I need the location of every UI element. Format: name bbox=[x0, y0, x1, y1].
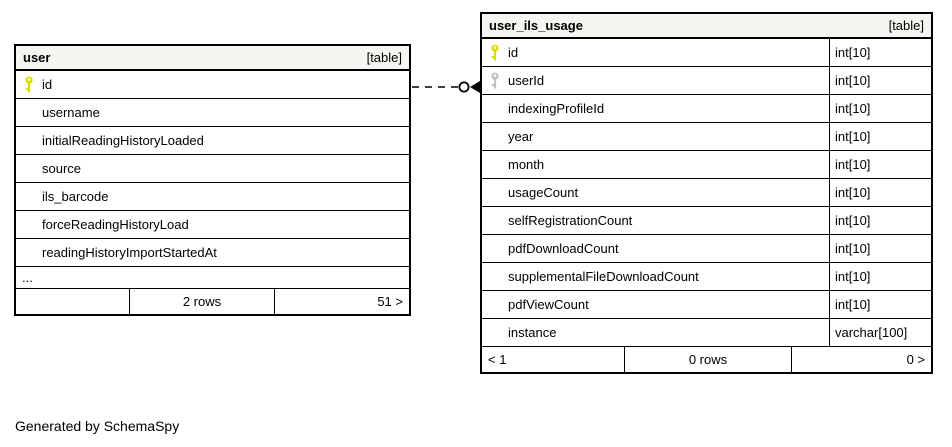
primary-key-icon bbox=[16, 71, 42, 98]
column-row-initialReadingHistoryLoaded: initialReadingHistoryLoaded bbox=[16, 127, 409, 155]
table-footer-user: 2 rows 51 > bbox=[16, 289, 409, 314]
key-spacer bbox=[482, 207, 508, 234]
key-spacer bbox=[482, 319, 508, 346]
generated-by-label: Generated by SchemaSpy bbox=[15, 418, 180, 434]
key-spacer bbox=[16, 239, 42, 266]
key-spacer bbox=[482, 263, 508, 290]
column-row-instance: instance varchar[100] bbox=[482, 319, 931, 347]
key-spacer bbox=[482, 151, 508, 178]
column-name: forceReadingHistoryLoad bbox=[42, 217, 189, 232]
key-spacer bbox=[16, 127, 42, 154]
key-spacer bbox=[16, 99, 42, 126]
column-type: int[10] bbox=[835, 129, 871, 144]
column-row-pdfDownloadCount: pdfDownloadCount int[10] bbox=[482, 235, 931, 263]
column-type: int[10] bbox=[835, 297, 871, 312]
column-type: int[10] bbox=[835, 213, 871, 228]
column-type: int[10] bbox=[835, 45, 871, 60]
key-spacer bbox=[482, 95, 508, 122]
key-spacer bbox=[16, 183, 42, 210]
table-header-user[interactable]: user [table] bbox=[16, 46, 409, 71]
key-spacer bbox=[482, 291, 508, 318]
column-name: pdfViewCount bbox=[508, 291, 830, 318]
table-type-badge: [table] bbox=[366, 50, 402, 65]
column-row-username: username bbox=[16, 99, 409, 127]
column-name: id bbox=[42, 77, 53, 92]
column-row-userId: userId int[10] bbox=[482, 67, 931, 95]
column-name: userId bbox=[508, 67, 830, 94]
column-row-usageCount: usageCount int[10] bbox=[482, 179, 931, 207]
table-header-user-ils-usage[interactable]: user_ils_usage [table] bbox=[482, 14, 931, 39]
column-name: month bbox=[508, 151, 830, 178]
column-name: usageCount bbox=[508, 179, 830, 206]
primary-key-icon bbox=[482, 39, 508, 66]
footer-row-count: 2 rows bbox=[130, 289, 275, 314]
column-row-month: month int[10] bbox=[482, 151, 931, 179]
relationship-arrowhead bbox=[470, 81, 480, 93]
foreign-key-icon bbox=[482, 67, 508, 94]
table-node-user[interactable]: user [table] id username initialReadingHis… bbox=[14, 44, 411, 316]
column-type: int[10] bbox=[835, 269, 871, 284]
footer-pagination-left[interactable]: < 1 bbox=[482, 347, 625, 372]
column-name: source bbox=[42, 161, 82, 176]
key-spacer bbox=[482, 123, 508, 150]
column-type: int[10] bbox=[835, 73, 871, 88]
column-name: indexingProfileId bbox=[508, 95, 830, 122]
column-type: int[10] bbox=[835, 101, 871, 116]
relationship-line-graphic bbox=[412, 81, 480, 93]
column-name: ils_barcode bbox=[42, 189, 109, 204]
key-spacer bbox=[482, 235, 508, 262]
column-row-ils_barcode: ils_barcode bbox=[16, 183, 409, 211]
column-row-source: source bbox=[16, 155, 409, 183]
table-title: user_ils_usage bbox=[489, 18, 583, 33]
table-title: user bbox=[23, 50, 51, 65]
column-type: int[10] bbox=[835, 157, 871, 172]
column-row-id: id int[10] bbox=[482, 39, 931, 67]
column-name: ... bbox=[22, 270, 33, 285]
column-name: instance bbox=[508, 319, 830, 346]
footer-pagination-right[interactable]: 0 > bbox=[906, 352, 925, 367]
footer-pagination-right[interactable]: 51 > bbox=[377, 294, 403, 309]
column-type: varchar[100] bbox=[835, 325, 908, 340]
footer-pagination-left bbox=[16, 289, 130, 314]
column-row-forceReadingHistoryLoad: forceReadingHistoryLoad bbox=[16, 211, 409, 239]
column-name: selfRegistrationCount bbox=[508, 207, 830, 234]
column-row-pdfViewCount: pdfViewCount int[10] bbox=[482, 291, 931, 319]
column-name: readingHistoryImportStartedAt bbox=[42, 245, 217, 260]
column-name: supplementalFileDownloadCount bbox=[508, 263, 830, 290]
column-row-indexingProfileId: indexingProfileId int[10] bbox=[482, 95, 931, 123]
relationship-circle-end bbox=[458, 81, 470, 93]
column-name: username bbox=[42, 105, 100, 120]
column-type: int[10] bbox=[835, 241, 871, 256]
key-spacer bbox=[16, 155, 42, 182]
column-name: pdfDownloadCount bbox=[508, 235, 830, 262]
relationship-connector bbox=[409, 78, 482, 96]
column-row-selfRegistrationCount: selfRegistrationCount int[10] bbox=[482, 207, 931, 235]
key-spacer bbox=[482, 179, 508, 206]
table-footer-user-ils-usage: < 1 0 rows 0 > bbox=[482, 347, 931, 372]
column-row-id: id bbox=[16, 71, 409, 99]
column-type: int[10] bbox=[835, 185, 871, 200]
more-columns-row: ... bbox=[16, 267, 409, 289]
column-list-user: id username initialReadingHistoryLoaded sou… bbox=[16, 71, 409, 289]
column-name: id bbox=[508, 39, 830, 66]
column-name: initialReadingHistoryLoaded bbox=[42, 133, 204, 148]
column-row-supplementalFileDownloadCount: supplementalFileDownloadCount int[10] bbox=[482, 263, 931, 291]
key-spacer bbox=[16, 211, 42, 238]
column-row-readingHistoryImportStartedAt: readingHistoryImportStartedAt bbox=[16, 239, 409, 267]
footer-row-count: 0 rows bbox=[625, 347, 792, 372]
column-row-year: year int[10] bbox=[482, 123, 931, 151]
table-type-badge: [table] bbox=[888, 18, 924, 33]
column-name: year bbox=[508, 123, 830, 150]
